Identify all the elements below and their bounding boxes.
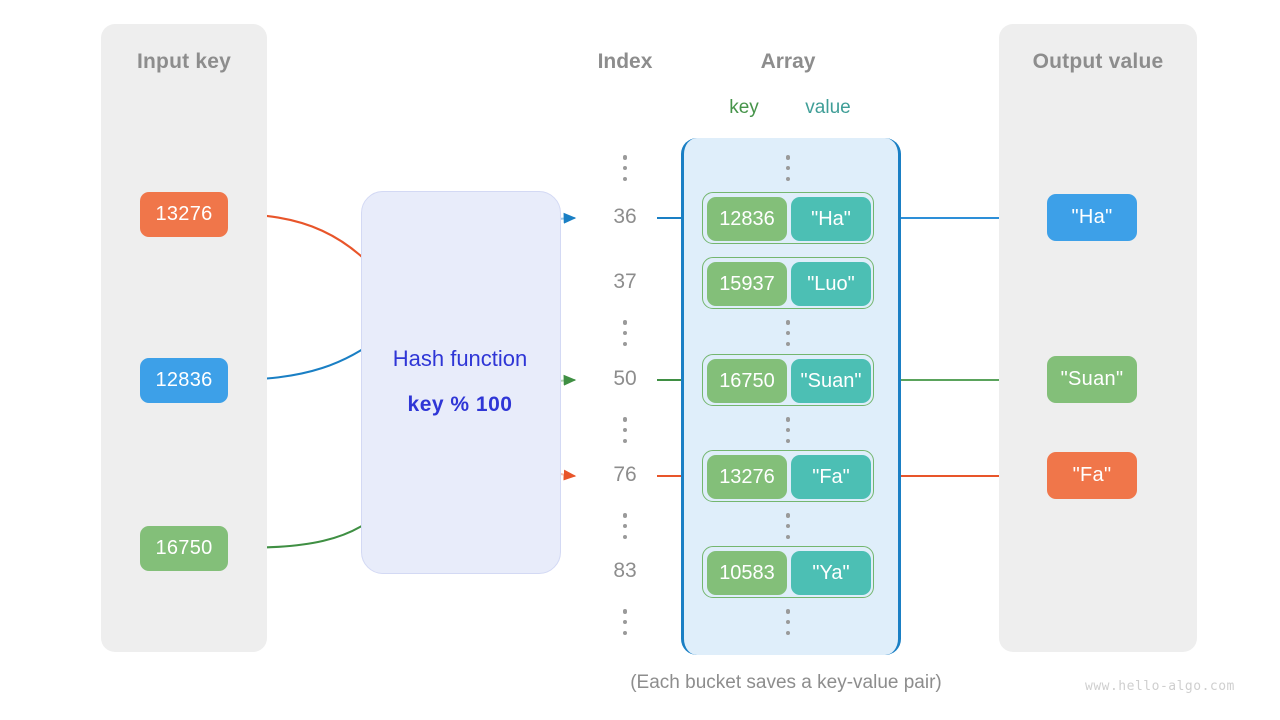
bucket-36-value: "Ha" (791, 197, 871, 241)
output-value-panel (999, 24, 1197, 652)
array-ellipsis-3 (781, 417, 795, 443)
bucket-50-value: "Suan" (791, 359, 871, 403)
bucket-76-key: 13276 (707, 455, 787, 499)
bucket-37[interactable]: 15937 "Luo" (702, 257, 874, 309)
array-ellipsis-bottom (781, 609, 795, 635)
index-ellipsis-top (618, 155, 632, 181)
bucket-36[interactable]: 12836 "Ha" (702, 192, 874, 244)
hash-function-label: Hash function (392, 346, 528, 371)
input-key-13276[interactable]: 13276 (140, 192, 228, 237)
index-column-header: Index (597, 50, 653, 73)
array-ellipsis-4 (781, 513, 795, 539)
hash-function-box (361, 191, 561, 574)
bucket-36-key: 12836 (707, 197, 787, 241)
index-label-50: 50 (613, 367, 637, 390)
input-key-12836[interactable]: 12836 (140, 358, 228, 403)
output-value-suan[interactable]: "Suan" (1047, 356, 1137, 403)
index-label-76: 76 (613, 463, 637, 486)
bucket-76[interactable]: 13276 "Fa" (702, 450, 874, 502)
index-label-83: 83 (613, 559, 637, 582)
array-key-subheader: key (729, 97, 759, 118)
bucket-83[interactable]: 10583 "Ya" (702, 546, 874, 598)
watermark: www.hello-algo.com (1085, 679, 1235, 694)
bucket-83-value: "Ya" (791, 551, 871, 595)
input-key-16750[interactable]: 16750 (140, 526, 228, 571)
output-value-ha[interactable]: "Ha" (1047, 194, 1137, 241)
array-ellipsis-2 (781, 320, 795, 346)
index-ellipsis-2 (618, 320, 632, 346)
diagram-caption: (Each bucket saves a key-value pair) (630, 672, 942, 693)
output-value-fa[interactable]: "Fa" (1047, 452, 1137, 499)
index-label-36: 36 (613, 205, 637, 228)
index-ellipsis-3 (618, 417, 632, 443)
bucket-37-key: 15937 (707, 262, 787, 306)
bucket-76-value: "Fa" (791, 455, 871, 499)
array-value-subheader: value (805, 97, 851, 118)
bucket-37-value: "Luo" (791, 262, 871, 306)
array-ellipsis-top (781, 155, 795, 181)
output-value-panel-title: Output value (1032, 50, 1164, 73)
index-label-37: 37 (613, 270, 637, 293)
array-column-header: Array (760, 50, 816, 73)
index-ellipsis-4 (618, 513, 632, 539)
input-key-panel-title: Input key (137, 50, 231, 73)
hash-function-formula: key % 100 (407, 393, 513, 416)
bucket-50-key: 16750 (707, 359, 787, 403)
index-ellipsis-bottom (618, 609, 632, 635)
bucket-83-key: 10583 (707, 551, 787, 595)
bucket-50[interactable]: 16750 "Suan" (702, 354, 874, 406)
